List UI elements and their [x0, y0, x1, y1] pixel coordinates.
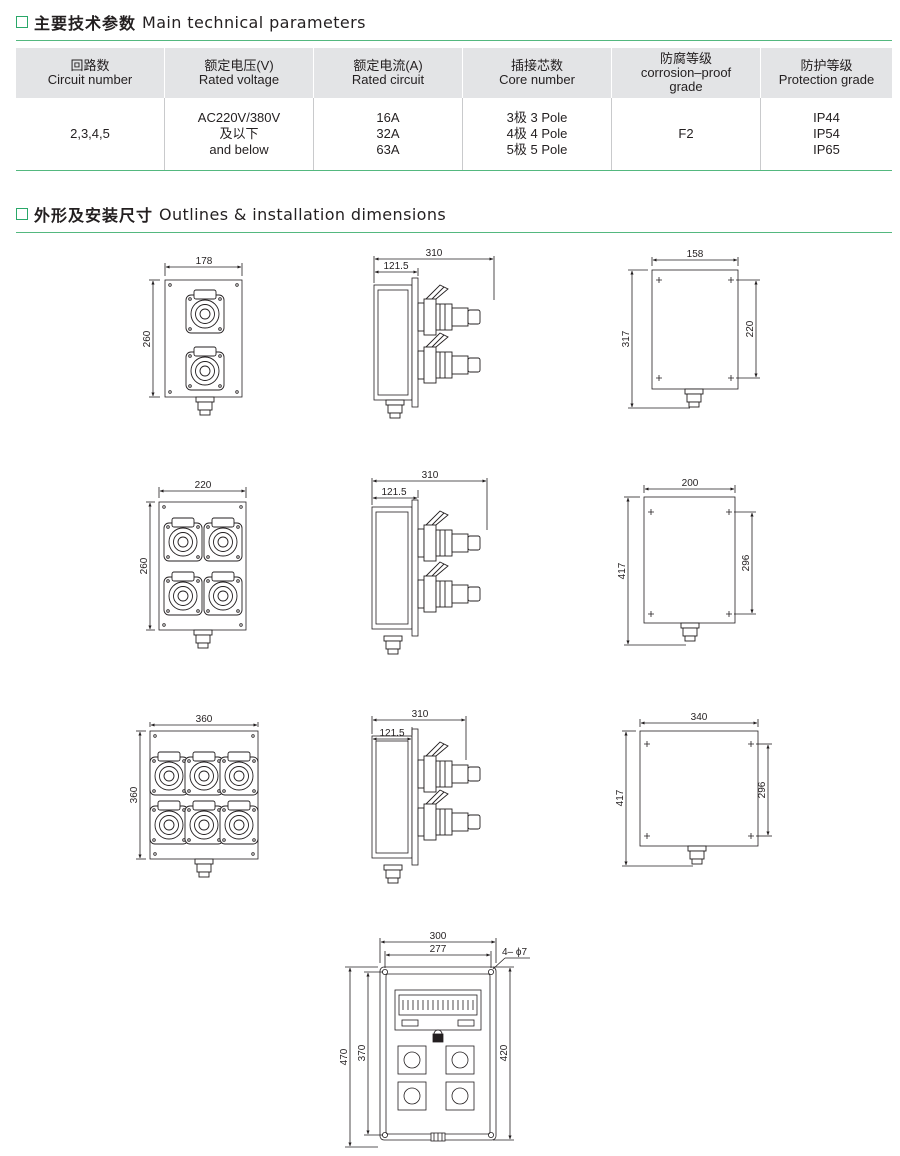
row4-enclosure-view: [345, 938, 530, 1148]
dim-label: 310: [426, 248, 443, 259]
dim-label: 260: [139, 557, 150, 574]
dim-label: 220: [195, 480, 212, 491]
dim-label: 296: [741, 554, 752, 571]
row3-back-view: [622, 719, 772, 867]
row3-front-view: [136, 722, 259, 878]
section-title-en: Outlines & installation dimensions: [159, 204, 447, 224]
dim-label: 296: [757, 781, 768, 798]
row2-front-view: [146, 487, 247, 649]
dim-label: 158: [687, 249, 704, 260]
header-rated-circuit: 额定电流(A)Rated circuit: [313, 48, 463, 98]
dim-label: 277: [430, 944, 447, 955]
dim-label: 420: [499, 1044, 510, 1061]
section-outlines-heading: 外形及安装尺寸 Outlines & installation dimensio…: [16, 202, 446, 226]
cell-corrosion: F2: [611, 98, 761, 171]
row1-front-view: [149, 263, 243, 416]
dim-label: 417: [617, 562, 628, 579]
row1-back-view: [628, 257, 760, 409]
checkbox-square-icon: [16, 16, 28, 28]
dim-label: 417: [615, 789, 626, 806]
dim-label: 370: [357, 1044, 368, 1061]
dim-label: 310: [412, 709, 429, 720]
cell-circuit: 2,3,4,5: [16, 98, 165, 171]
row2-back-view: [624, 485, 756, 646]
checkbox-square-icon: [16, 208, 28, 220]
dim-label: 300: [430, 931, 447, 942]
dim-label: 360: [196, 714, 213, 725]
dim-label: 121.5: [381, 487, 406, 498]
section-parameters-heading: 主要技术参数 Main technical parameters: [16, 10, 366, 34]
dim-label: 121.5: [379, 728, 404, 739]
header-rated-voltage: 额定电压(V)Rated voltage: [164, 48, 314, 98]
section-title-cn: 外形及安装尺寸: [34, 206, 154, 225]
dim-label: 360: [129, 786, 140, 803]
dim-label: 220: [745, 320, 756, 337]
dim-label: 470: [339, 1048, 350, 1065]
section-title-en: Main technical parameters: [142, 12, 366, 32]
dim-label: 4– ϕ7: [502, 947, 528, 958]
dim-label: 178: [196, 256, 213, 267]
dim-label: 121.5: [383, 261, 408, 272]
dim-label: 260: [142, 330, 153, 347]
section-divider: [16, 40, 892, 41]
dim-label: 317: [621, 330, 632, 347]
row1-side-view: [373, 256, 495, 419]
dim-label: 340: [691, 712, 708, 723]
dim-label: 200: [682, 478, 699, 489]
row2-side-view: [371, 478, 488, 655]
dim-label: 310: [422, 470, 439, 481]
section-title-cn: 主要技术参数: [34, 14, 137, 33]
row3-side-view: [371, 716, 481, 884]
section-divider: [16, 232, 892, 233]
